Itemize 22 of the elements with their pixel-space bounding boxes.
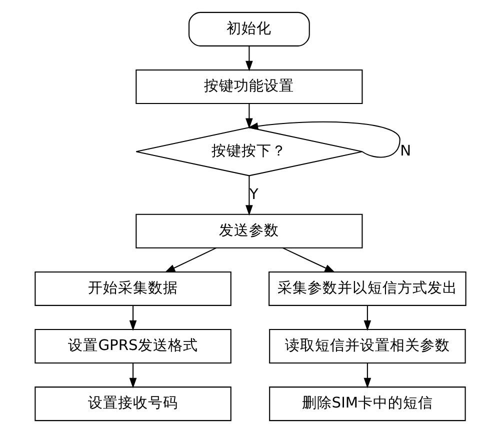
arrow (245, 176, 252, 216)
node-box: 设置接收号码 (34, 386, 231, 422)
node-box: 开始采集数据 (34, 271, 231, 306)
node-box: 发送参数 (135, 214, 362, 248)
node-box: 按键功能设置 (135, 69, 362, 104)
arrow (363, 306, 371, 331)
arrow (245, 46, 252, 72)
edge-label: Y (248, 186, 258, 203)
arrow (363, 363, 371, 388)
arrow (128, 306, 136, 331)
node-box: 删除SIM卡中的短信 (268, 386, 466, 422)
node-box: 读取短信并设置相关参数 (268, 329, 466, 364)
node-diamond: 按键按下？ (135, 127, 362, 176)
arrow (128, 363, 136, 388)
node-box: 采集参数并以短信方式发出 (268, 271, 466, 306)
edge-label: N (400, 142, 411, 160)
arrow (245, 104, 252, 129)
node-box: 设置GPRS发送格式 (34, 329, 231, 364)
arrow (247, 121, 400, 158)
arrow (164, 247, 216, 273)
arrow (282, 247, 335, 273)
node-box: 初始化 (188, 12, 310, 46)
